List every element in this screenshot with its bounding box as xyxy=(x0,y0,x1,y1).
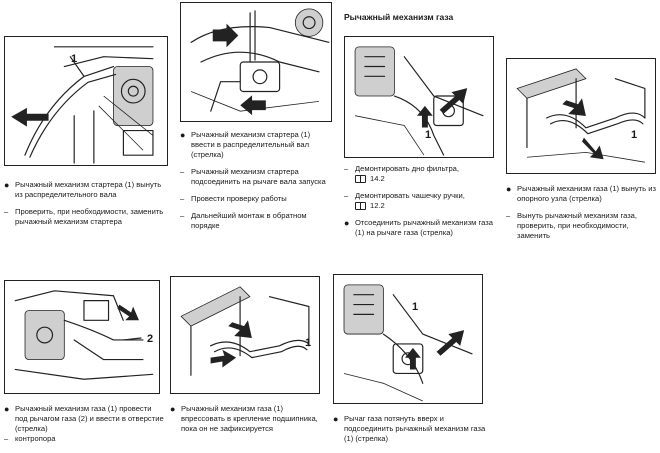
step-text: Проверить, при необходимости, заменить р… xyxy=(15,207,164,226)
figure-2-starter-lever-insert xyxy=(180,2,332,122)
step-bullet: ● Рычажный механизм газа (1) провести под… xyxy=(4,404,164,434)
step-text: Рычажный механизм газа (1) вынуть из опо… xyxy=(517,184,656,203)
steps-col-2: ● Рычажный механизм стартера (1) ввести в… xyxy=(180,130,332,238)
step-text: Вынуть рычажный механизм газа, проверить… xyxy=(517,211,638,240)
book-icon xyxy=(355,175,366,183)
arrow-right-icon xyxy=(210,349,237,368)
figure-4-drawing xyxy=(516,68,646,163)
arrow-down-right-icon xyxy=(581,137,604,160)
bullet-marker: ● xyxy=(180,130,186,140)
arrow-down-right-icon xyxy=(228,320,252,338)
step-text: Отсоединить рычажный механизм газа (1) н… xyxy=(355,218,493,237)
step-bullet: ● Рычаг газа потянуть вверх и подсоединит… xyxy=(333,414,489,444)
book-icon xyxy=(355,202,366,210)
step-dash: –Демонтировать дно фильтра,14.2 xyxy=(344,164,500,184)
step-bullet: ● Рычажный механизм стартера (1) ввести в… xyxy=(180,130,332,160)
step-text: Провести проверку работы xyxy=(191,194,287,203)
arrow-down-right-icon xyxy=(562,98,586,116)
callout-2: 2 xyxy=(147,333,154,345)
step-text: Демонтировать дно фильтра, xyxy=(355,164,459,173)
steps-col-1: ● Рычажный механизм стартера (1) вынуть и… xyxy=(4,180,168,234)
callout-1: 1 xyxy=(305,337,312,349)
step-bullet: ● Рычажный механизм газа (1) вынуть из оп… xyxy=(506,184,658,204)
dash-marker: – xyxy=(180,194,185,203)
callout-1: 1 xyxy=(631,129,638,141)
figure-1-starter-lever-removal: 1 xyxy=(4,36,168,166)
arrow-up-right-icon xyxy=(439,88,468,114)
page-reference[interactable]: 12.2 xyxy=(370,201,385,210)
step-text: контропора xyxy=(15,434,56,443)
steps-col-3: –Демонтировать дно фильтра,14.2 –Демонти… xyxy=(344,164,500,245)
arrow-left-icon xyxy=(240,95,266,116)
section-heading: Рычажный механизм газа xyxy=(344,12,454,22)
step-dash: –контропора xyxy=(4,434,164,444)
bullet-marker: ● xyxy=(4,180,10,190)
step-text: Рычаг газа потянуть вверх и подсоединить… xyxy=(344,414,486,443)
arrow-down-right-icon xyxy=(117,304,139,321)
figure-7-drawing xyxy=(343,284,473,402)
dash-marker: – xyxy=(180,167,185,176)
figure-6-throttle-linkage-press: 1 xyxy=(170,276,320,394)
bullet-marker: ● xyxy=(506,184,512,194)
dash-marker: – xyxy=(4,434,9,443)
bullet-marker: ● xyxy=(333,414,339,424)
step-text: Рычажный механизм стартера (1) вынуть из… xyxy=(15,180,162,199)
step-dash: –Демонтировать чашечку ручки,12.2 xyxy=(344,191,500,211)
callout-1: 1 xyxy=(412,301,419,313)
step-dash: –Провести проверку работы xyxy=(180,194,332,204)
step-text: Дальнейший монтаж в обратном порядке xyxy=(191,211,307,230)
step-text: Демонтировать чашечку ручки, xyxy=(355,191,465,200)
dash-marker: – xyxy=(344,191,349,200)
arrow-right-icon xyxy=(212,23,239,48)
steps-col-6: ● Рычажный механизм газа (1) впрессовать … xyxy=(170,404,322,441)
dash-marker: – xyxy=(180,211,185,220)
arrow-up-icon xyxy=(417,105,433,128)
step-bullet: ● Рычажный механизм стартера (1) вынуть и… xyxy=(4,180,168,200)
figure-3-drawing xyxy=(354,46,484,156)
dash-marker: – xyxy=(4,207,9,216)
figure-3-throttle-linkage-detach: 1 xyxy=(344,36,494,158)
dash-marker: – xyxy=(506,211,511,220)
dash-marker: – xyxy=(344,164,349,173)
figure-1-drawing xyxy=(11,46,154,164)
bullet-marker: ● xyxy=(170,404,176,414)
figure-6-drawing xyxy=(180,286,310,376)
step-bullet: ● Отсоединить рычажный механизм газа (1) … xyxy=(344,218,500,238)
step-dash: –Проверить, при необходимости, заменить … xyxy=(4,207,168,227)
figure-5-throttle-linkage-route: 2 xyxy=(4,280,160,394)
step-dash: –Дальнейший монтаж в обратном порядке xyxy=(180,211,332,231)
figure-5-drawing xyxy=(14,290,154,380)
arrow-up-right-icon xyxy=(436,330,465,356)
callout-1: 1 xyxy=(425,129,432,141)
step-dash: –Вынуть рычажный механизм газа, проверит… xyxy=(506,211,658,241)
steps-col-7: ● Рычаг газа потянуть вверх и подсоединит… xyxy=(333,414,489,451)
step-text: Рычажный механизм стартера (1) ввести в … xyxy=(191,130,311,159)
steps-col-5: ● Рычажный механизм газа (1) провести под… xyxy=(4,404,164,451)
figure-2-drawing xyxy=(190,8,330,116)
step-text: Рычажный механизм газа (1) впрессовать в… xyxy=(181,404,318,433)
step-dash: –Рычажный механизм стартера подсоединить… xyxy=(180,167,332,187)
figure-4-throttle-linkage-remove: 1 xyxy=(506,58,656,174)
step-bullet: ● Рычажный механизм газа (1) впрессовать … xyxy=(170,404,322,434)
steps-col-4: ● Рычажный механизм газа (1) вынуть из оп… xyxy=(506,184,658,248)
callout-1: 1 xyxy=(71,53,78,65)
figure-7-throttle-lever-connect: 1 xyxy=(333,274,483,404)
bullet-marker: ● xyxy=(4,404,10,414)
page-reference[interactable]: 14.2 xyxy=(370,174,385,183)
arrow-left-icon xyxy=(11,107,49,127)
bullet-marker: ● xyxy=(344,218,350,228)
arrow-up-icon xyxy=(405,347,421,370)
step-text: Рычажный механизм стартера подсоединить … xyxy=(191,167,326,186)
step-text: Рычажный механизм газа (1) провести под … xyxy=(15,404,164,433)
